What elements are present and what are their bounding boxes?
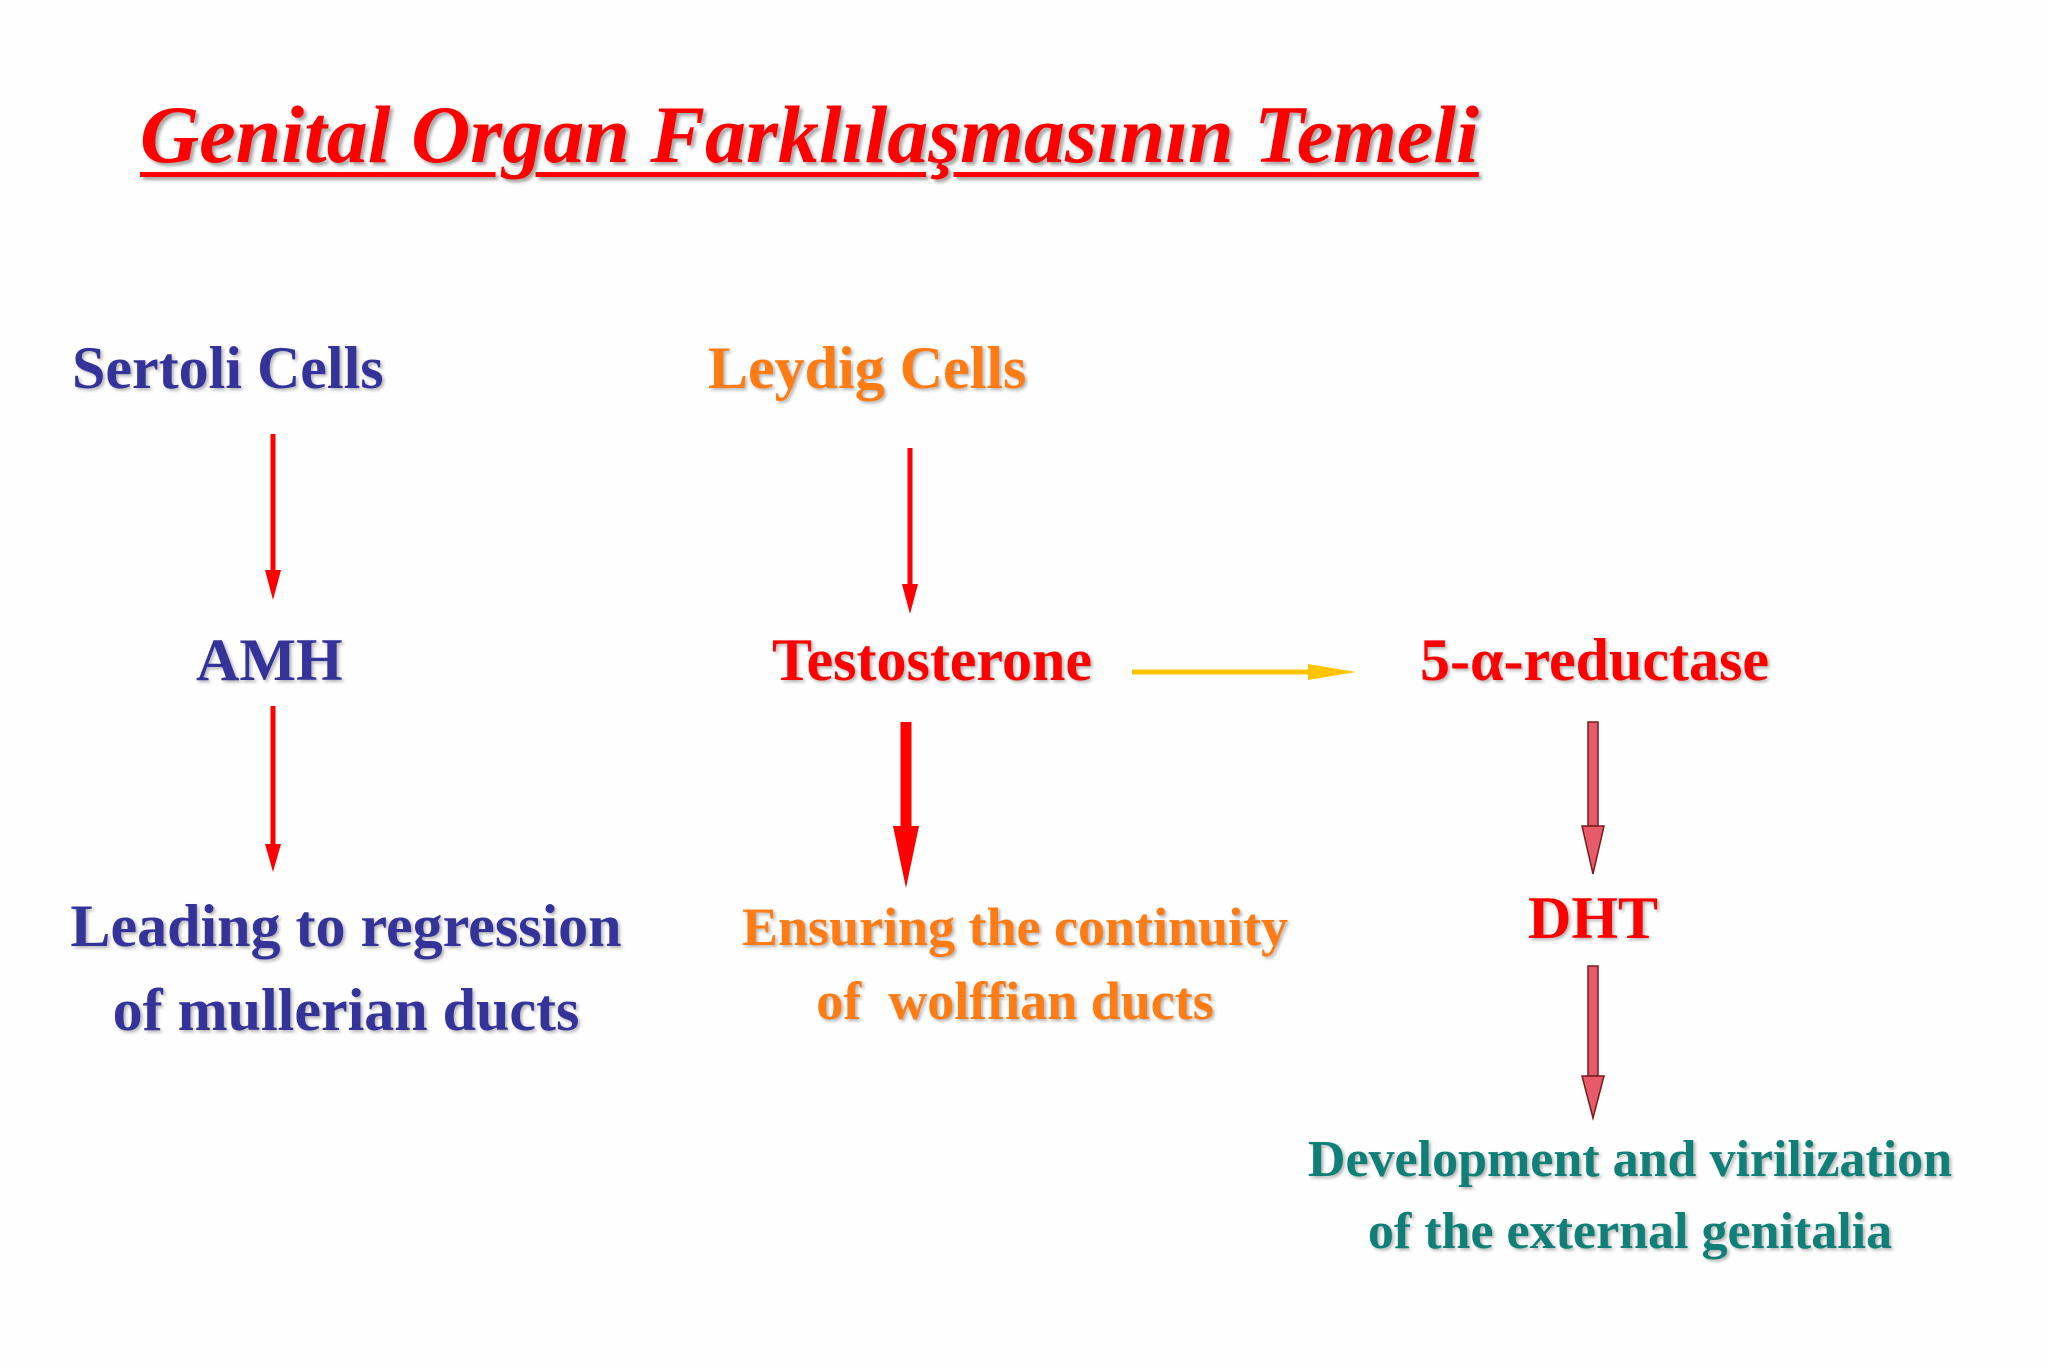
arrow-amh-to-mullerian bbox=[265, 706, 281, 872]
leydig-cells-label: Leydig Cells bbox=[708, 335, 1027, 401]
reductase-label: 5-α-reductase bbox=[1420, 627, 1769, 693]
mullerian-line-1: Leading to regression bbox=[70, 893, 622, 959]
genitalia-outcome: Development and virilization of the exte… bbox=[1240, 1124, 2020, 1268]
slide-title: Genital Organ Farklılaşmasının Temeli bbox=[140, 89, 1479, 180]
amh-label: AMH bbox=[196, 627, 343, 693]
sertoli-cells-label: Sertoli Cells bbox=[72, 335, 384, 401]
wolffian-line-2: of wolffian ducts bbox=[816, 971, 1214, 1031]
testosterone-label: Testosterone bbox=[772, 627, 1092, 693]
arrow-reductase-to-dht bbox=[1581, 721, 1605, 875]
mullerian-outcome: Leading to regression of mullerian ducts bbox=[16, 884, 676, 1052]
arrow-leydig-to-testosterone bbox=[902, 448, 918, 614]
mullerian-line-2: of mullerian ducts bbox=[112, 977, 580, 1043]
wolffian-outcome: Ensuring the continuity of wolffian duct… bbox=[700, 890, 1330, 1038]
genitalia-line-2: of the external genitalia bbox=[1367, 1203, 1893, 1260]
arrow-dht-to-genitalia bbox=[1581, 965, 1605, 1121]
arrow-sertoli-to-amh bbox=[265, 434, 281, 600]
wolffian-line-1: Ensuring the continuity bbox=[741, 897, 1289, 957]
arrow-testosterone-to-reductase bbox=[1132, 664, 1356, 680]
dht-label: DHT bbox=[1528, 885, 1659, 951]
genitalia-line-1: Development and virilization bbox=[1307, 1131, 1953, 1188]
arrow-testosterone-to-wolffian bbox=[893, 722, 919, 888]
